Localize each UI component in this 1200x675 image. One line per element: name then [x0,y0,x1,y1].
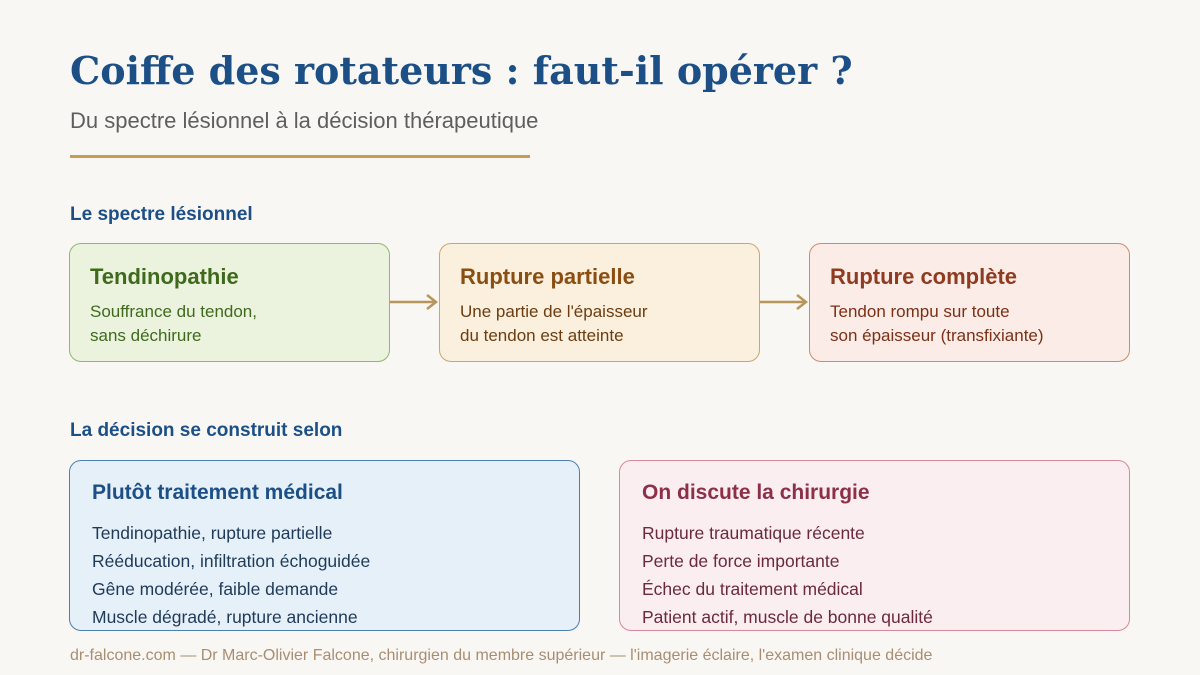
spectrum-heading: Le spectre lésionnel [70,204,253,225]
stage-title: Rupture partielle [460,264,635,289]
page-title: Coiffe des rotateurs : faut-il opérer ? [70,48,853,93]
list-item: Gêne modérée, faible demande [92,579,339,599]
stage-title: Tendinopathie [90,264,239,289]
list-item: Muscle dégradé, rupture ancienne [92,607,358,627]
stage-description-line: Une partie de l'épaisseur [460,302,648,321]
stage-description-line: sans déchirure [90,326,202,345]
stage-description: Une partie de l'épaisseur du tendon est … [460,300,739,348]
stage-description-line: Souffrance du tendon, [90,302,257,321]
decision-title: On discute la chirurgie [642,481,870,504]
stage-title: Rupture complète [830,264,1018,289]
list-item: Échec du traitement médical [642,579,863,599]
stage-description-line: du tendon est atteinte [460,326,624,345]
footer-credit: dr-falcone.com — Dr Marc-Olivier Falcone… [70,647,933,664]
stage-description: Souffrance du tendon, sans déchirure [90,300,369,348]
title-divider [70,155,530,158]
stage-card-tendinopathie: Tendinopathie Souffrance du tendon, sans… [69,243,390,362]
stage-description-line: Tendon rompu sur toute [830,302,1010,321]
decision-title: Plutôt traitement médical [92,481,343,504]
list-item: Rééducation, infiltration échoguidée [92,551,371,571]
arrow-right-icon [760,294,809,310]
page-subtitle: Du spectre lésionnel à la décision théra… [70,108,539,133]
decision-card-medical: Plutôt traitement médical Tendinopathie,… [69,460,580,631]
stage-card-rupture-complete: Rupture complète Tendon rompu sur toute … [809,243,1130,362]
stage-description-line: son épaisseur (transfixiante) [830,326,1044,345]
decision-list: Rupture traumatique récente Perte de for… [642,519,1107,631]
decision-card-surgery: On discute la chirurgie Rupture traumati… [619,460,1130,631]
arrow-right-icon [390,294,439,310]
stage-description: Tendon rompu sur toute son épaisseur (tr… [830,300,1109,348]
list-item: Patient actif, muscle de bonne qualité [642,607,933,627]
decision-heading: La décision se construit selon [70,420,343,441]
stage-card-rupture-partielle: Rupture partielle Une partie de l'épaiss… [439,243,760,362]
list-item: Tendinopathie, rupture partielle [92,523,333,543]
decision-list: Tendinopathie, rupture partielle Rééduca… [92,519,557,631]
list-item: Perte de force importante [642,551,840,571]
list-item: Rupture traumatique récente [642,523,865,543]
